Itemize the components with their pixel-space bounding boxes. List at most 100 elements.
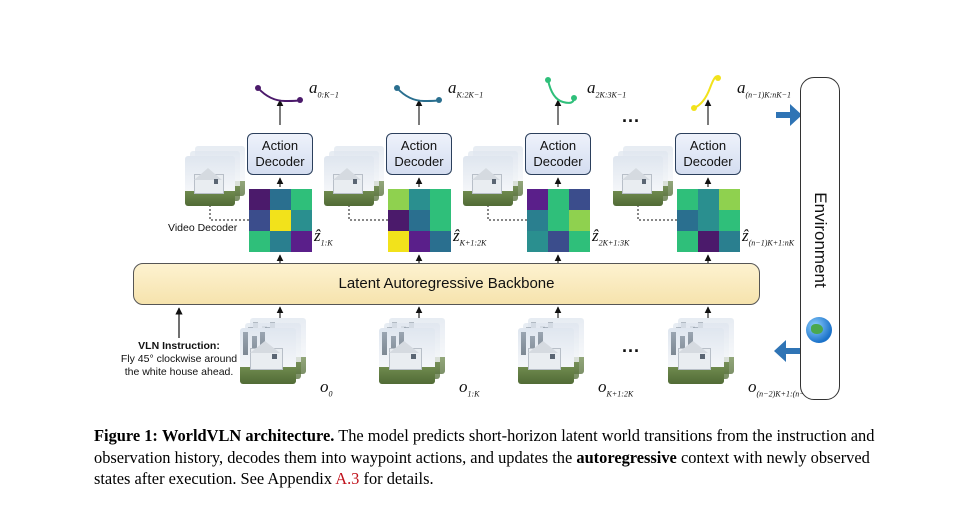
latent-cell [430,189,451,210]
latent-cell [388,231,409,252]
trajectory-curve [257,87,301,103]
house-window [642,179,646,184]
waypoint-trajectories [255,75,721,111]
house-window [492,179,496,184]
latent-label-3-symbol: ẑ [592,226,599,245]
latent-cell [270,210,291,231]
trajectory-curve [693,75,719,109]
waypoint-dot [691,105,697,111]
caption-bold-term: autoregressive [576,447,677,467]
latent-cell [249,189,270,210]
observation-label-1-symbol: o [320,377,329,396]
video-decoder-connector [485,199,527,221]
observation-label-2-subscript: 1:K [467,389,480,399]
caption-text-3: for details. [363,469,434,488]
observation-label-1: o0 [320,377,333,398]
ground [668,367,724,384]
latent-cell [719,231,740,252]
house-roof [528,341,559,354]
decoded-video-3 [463,146,525,208]
observation-label-3: oK+1:2K [598,377,633,398]
observation-frames-4 [668,318,734,384]
observation-label-2-symbol: o [459,377,468,396]
latent-label-2-subscript: K+1:2K [459,238,487,248]
latent-cell [409,231,430,252]
latent-cell [677,189,698,210]
latent-label-2: ẑK+1:2K [453,226,486,247]
video-decoder-connector [346,199,388,221]
city-tower [521,332,527,355]
latent-label-4-symbol: ẑ [742,226,749,245]
latent-cell [548,231,569,252]
latent-cell [569,189,590,210]
house-roof [678,341,709,354]
action-label-4-symbol: a [737,78,746,97]
ellipsis-top: ... [622,106,641,126]
latent-label-1-symbol: ẑ [314,226,321,245]
latent-label-3: ẑ2K+1:3K [592,226,629,247]
waypoint-dot [436,97,442,103]
latent-label-2-symbol: ẑ [453,226,460,245]
caption-title: WorldVLN architecture. [162,426,335,445]
ellipsis-bottom: ... [622,336,641,356]
latent-cell [430,210,451,231]
city-tower [671,332,677,355]
latent-label-3-subscript: 2K+1:3K [598,238,630,248]
decoder-line-1: Action [689,138,727,153]
house-roof [389,341,420,354]
latent-cell [249,231,270,252]
house-window [411,353,416,360]
action-label-2: aK:2K−1 [448,78,483,99]
ground [613,191,663,206]
to-environment-arrow [776,104,802,126]
environment-box [800,77,840,400]
video-decoder-connector [635,199,677,221]
decoder-line-2: Decoder [394,154,444,169]
observation-label-3-subscript: K+1:2K [606,389,634,399]
video-frame [518,328,574,384]
latent-cell [527,189,548,210]
observation-label-4-subscript: (n−2)K+1:(n−1)K [756,389,817,399]
action-label-3-symbol: a [587,78,596,97]
vln-instruction: VLN Instruction: Fly 45° clockwise aroun… [120,340,238,379]
caption-label: Figure 1: [94,426,158,445]
latent-cell [527,231,548,252]
trajectory-curve [547,79,575,104]
latent-grid-2 [388,189,451,252]
latent-cell [388,189,409,210]
globe-icon [806,317,832,343]
decoded-video-2 [324,146,386,208]
latent-label-1: ẑ1:K [314,226,333,247]
ground [240,367,296,384]
house-window [353,179,357,184]
instruction-heading: VLN Instruction: [138,340,220,352]
latent-cell [430,231,451,252]
house-window [700,353,705,360]
waypoint-dot [394,85,400,91]
latent-cell [677,231,698,252]
action-label-1-symbol: a [309,78,318,97]
waypoint-dot [571,95,577,101]
latent-cell [388,210,409,231]
latent-cell [548,210,569,231]
decoder-line-1: Action [539,138,577,153]
latent-cell [249,210,270,231]
latent-cell [698,189,719,210]
decoder-line-2: Decoder [683,154,733,169]
action-label-3: a2K:3K−1 [587,78,626,99]
latent-grid-4 [677,189,740,252]
figure-caption: Figure 1: WorldVLN architecture. The mod… [94,425,894,490]
waypoint-dot [715,75,721,81]
latent-cell [527,210,548,231]
appendix-link[interactable]: A.3 [335,469,360,488]
ground [518,367,574,384]
video-frame [613,156,663,206]
decoded-video-4 [613,146,675,208]
latent-cell [569,210,590,231]
observation-label-2: o1:K [459,377,480,398]
video-frame [324,156,374,206]
from-environment-arrow [774,340,800,362]
